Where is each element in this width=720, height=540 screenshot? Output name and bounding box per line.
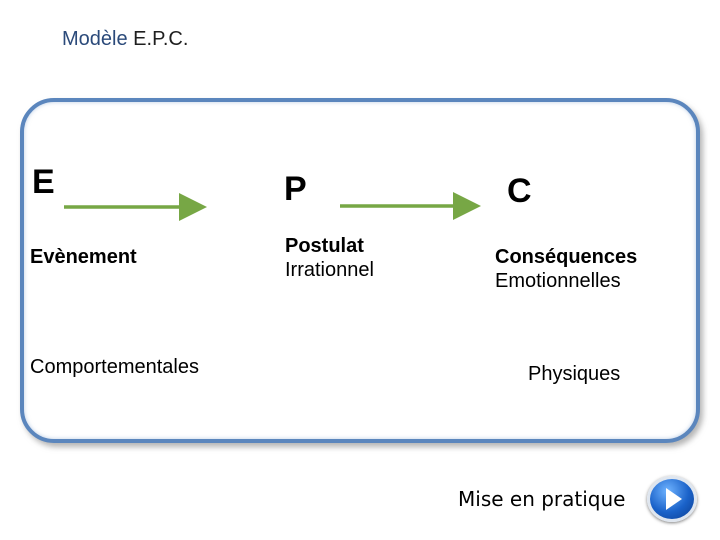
play-button[interactable] xyxy=(647,476,697,522)
label-postulat: Postulat Irrationnel xyxy=(285,234,374,282)
label-consequences-line1: Conséquences xyxy=(495,246,638,268)
page-title: Modèle E.P.C. xyxy=(62,28,188,51)
play-icon xyxy=(666,488,682,510)
label-postulat-line1: Postulat xyxy=(285,235,364,257)
label-evenement-text: Evènement xyxy=(30,246,137,268)
letter-e: E xyxy=(32,163,55,201)
letter-c: C xyxy=(507,172,532,210)
footer-label: Mise en pratique xyxy=(458,487,626,511)
label-consequences: Conséquences Emotionnelles xyxy=(495,245,637,293)
label-physiques: Physiques xyxy=(528,363,621,385)
label-consequences-line2: Emotionnelles xyxy=(495,270,621,292)
label-evenement: Evènement xyxy=(30,245,137,269)
title-word-modele: Modèle xyxy=(62,28,128,50)
label-comportementales: Comportementales xyxy=(30,356,199,378)
title-word-epc: E.P.C. xyxy=(133,28,189,50)
diagram-frame xyxy=(20,98,700,443)
letter-p: P xyxy=(284,170,307,208)
label-postulat-line2: Irrationnel xyxy=(285,259,374,281)
